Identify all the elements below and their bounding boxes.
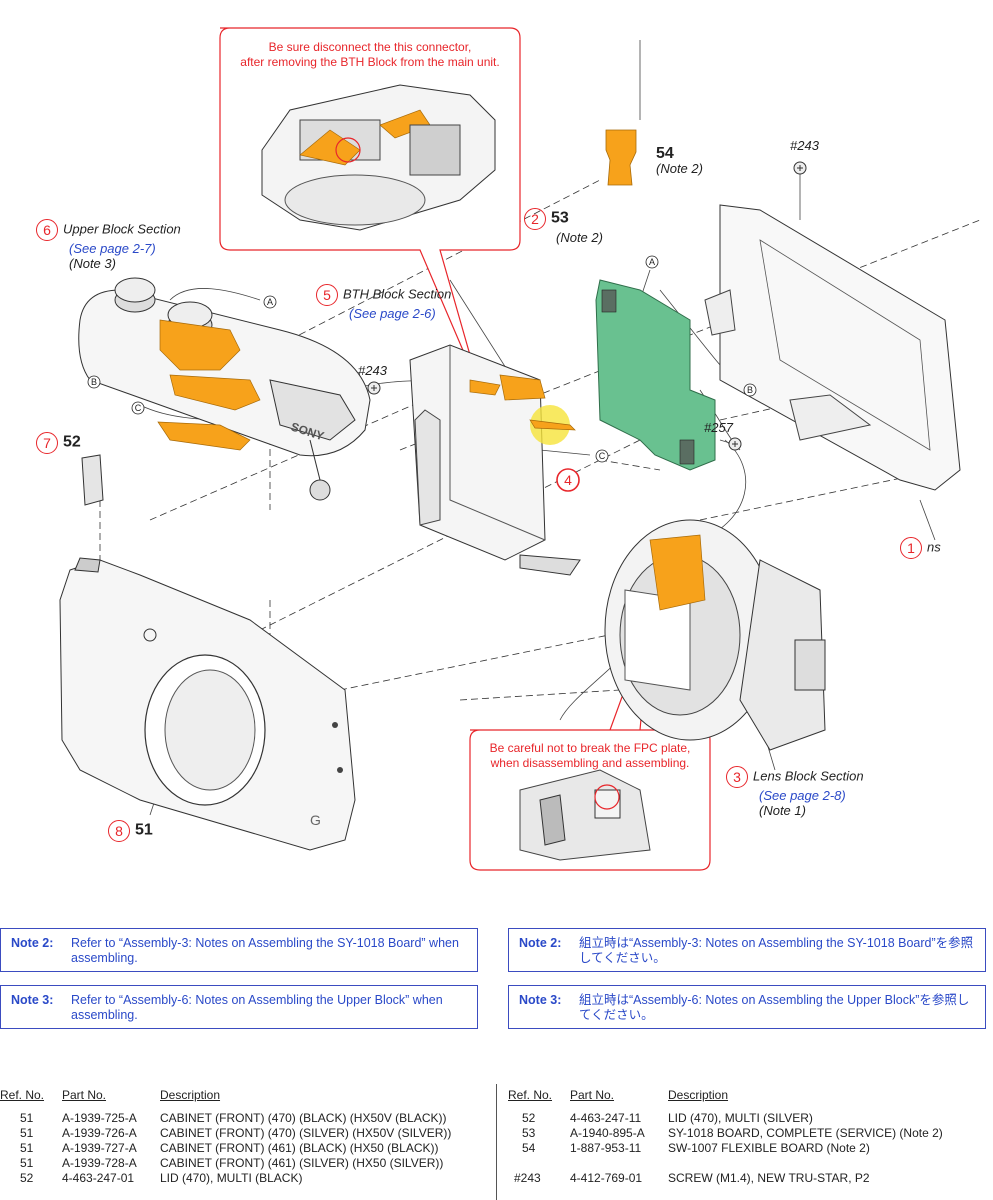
table-row-spacer [508,1156,943,1171]
header-part-no: Part No. [570,1088,615,1102]
section-3-link[interactable]: (See page 2-8) [759,788,846,803]
part-54-label: 54 (Note 2) [656,145,703,177]
section-2-number: 2 [524,208,546,230]
screw-label: #257 [704,420,734,435]
table-divider [496,1084,497,1200]
header-description: Description [668,1088,729,1102]
svg-text:C: C [135,403,142,413]
section-1-number: 1 [900,537,922,559]
section-6-link[interactable]: (See page 2-7) [69,241,156,256]
lens-block-artwork [604,519,826,751]
note-2-en: Note 2: Refer to “Assembly-3: Notes on A… [0,928,478,972]
svg-text:G: G [310,812,321,828]
svg-text:A: A [267,297,273,307]
header-ref-no: Ref. No. [508,1088,553,1102]
screw-icons [367,161,807,451]
frame-plate-artwork [704,204,961,491]
header-description: Description [160,1088,221,1102]
note-2-jp: Note 2: 組立時は“Assembly-3: Notes on Assemb… [508,928,986,972]
bth-block-artwork [409,344,581,576]
screw-label: #243 [358,363,388,378]
inset-camera-body [261,84,496,231]
lid-52-artwork [81,454,104,506]
upper-block-artwork: SONY [78,277,371,501]
exploded-view-diagram: SONY [36,27,981,871]
front-cabinet-artwork: G [59,557,356,851]
section-4-marker: 4 [556,468,580,492]
svg-text:4: 4 [564,472,572,488]
section-5-link[interactable]: (See page 2-6) [349,306,436,321]
fpc-inset-artwork [519,769,651,861]
svg-text:B: B [747,385,753,395]
connector-markers: A A B B C C [87,255,757,463]
section-5-number: 5 [316,284,338,306]
screw-label: #243 [790,138,820,153]
sy-1018-board-artwork [595,279,716,471]
fpc-warning-text: Be careful not to break the FPC plate, w… [489,741,691,770]
section-8-number: 8 [108,820,130,842]
header-part-no: Part No. [62,1088,107,1102]
section-6-number: 6 [36,219,58,241]
note-3-en: Note 3: Refer to “Assembly-6: Notes on A… [0,985,478,1029]
part-54-flexible-board [605,129,637,186]
note-3-jp: Note 3: 組立時は“Assembly-6: Notes on Assemb… [508,985,986,1029]
svg-text:B: B [91,377,97,387]
header-ref-no: Ref. No. [0,1088,45,1102]
svg-text:A: A [649,257,655,267]
section-3-number: 3 [726,766,748,788]
section-7-number: 7 [36,432,58,454]
connector-warning-text: Be sure disconnect the this connector, a… [240,40,500,69]
diagram-artwork: SONY [59,27,981,871]
svg-text:C: C [599,451,606,461]
